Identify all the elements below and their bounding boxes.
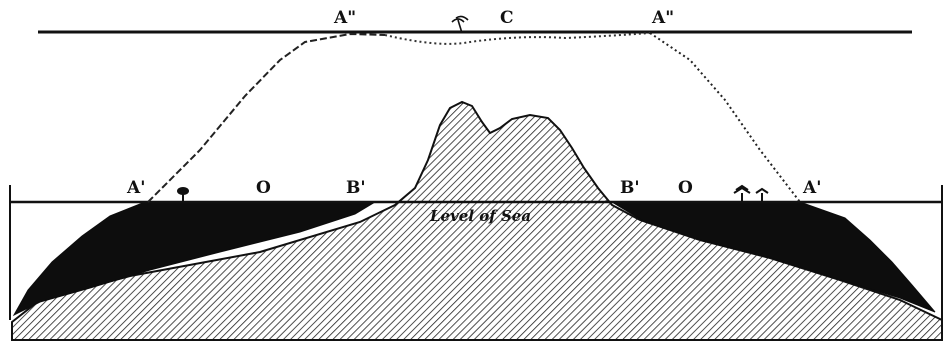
tree-left — [177, 187, 189, 202]
label-a-double-right: A" — [652, 8, 675, 28]
label-c-top: C — [500, 8, 514, 28]
tree-top-center — [451, 15, 469, 34]
label-b-prime-left: B' — [346, 178, 366, 198]
sea-level-label: Level of Sea — [430, 207, 532, 225]
tree-right-1 — [733, 184, 751, 202]
label-o-left: O — [256, 178, 271, 198]
label-a-prime-left: A' — [127, 178, 146, 198]
reef-outline-right — [649, 32, 801, 203]
reef-outline-top — [384, 32, 651, 45]
label-b-prime-right: B' — [620, 178, 640, 198]
label-a-double-left: A" — [334, 8, 357, 28]
label-o-right: O — [678, 178, 693, 198]
reef-left-black — [12, 201, 377, 317]
reef-outline-left — [147, 32, 386, 203]
label-a-prime-right: A' — [803, 178, 822, 198]
reef-right-black — [610, 201, 936, 313]
tree-right-2 — [755, 187, 769, 202]
